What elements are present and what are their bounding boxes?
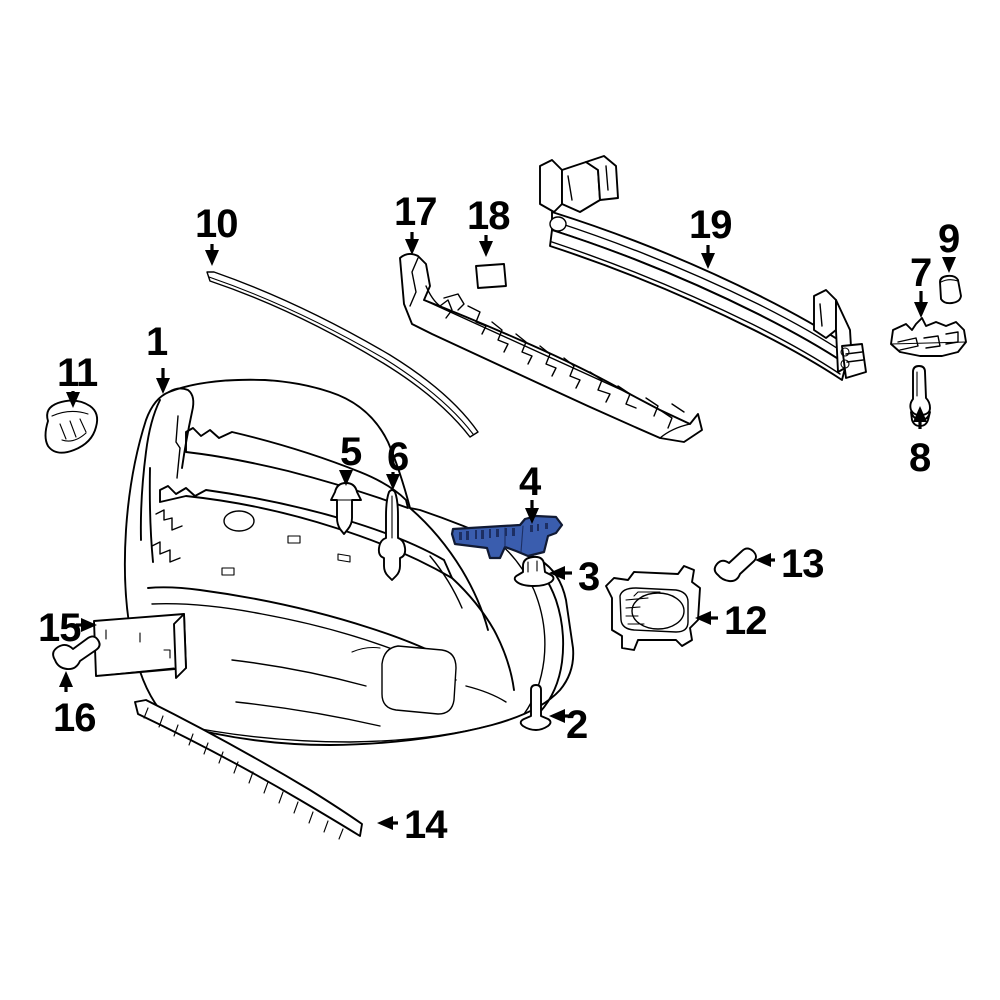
part-3-retainer-clip [513, 555, 555, 587]
callout-label-7: 7 [910, 251, 932, 295]
callout-leaders [59, 232, 956, 830]
callout-label-19: 19 [689, 203, 732, 247]
callout-label-5: 5 [340, 430, 362, 474]
callout-label-18: 18 [467, 194, 510, 238]
part-16-screw [52, 635, 101, 671]
part-6-clip [377, 489, 407, 581]
part-11-tow-hook-cover [44, 399, 99, 454]
part-14-air-deflector [134, 699, 363, 840]
part-9-cap [939, 274, 962, 305]
callout-label-9: 9 [938, 217, 960, 261]
callout-label-16: 16 [53, 696, 96, 740]
callout-label-3: 3 [578, 555, 600, 599]
part-19-reinforcement-bar [539, 155, 867, 381]
callout-label-1: 1 [146, 320, 168, 364]
part-1-bumper-cover [123, 378, 575, 746]
part-10-grille-molding [206, 271, 479, 438]
part-4-bumper-bracket-highlighted [450, 514, 564, 560]
callout-label-10: 10 [195, 202, 238, 246]
part-17-energy-absorber [399, 252, 703, 443]
callout-label-8: 8 [909, 436, 931, 480]
callout-label-13: 13 [781, 542, 824, 586]
part-13-screw [713, 547, 757, 583]
callout-label-14: 14 [404, 803, 447, 847]
callout-label-11: 11 [57, 351, 98, 395]
part-5-push-pin [330, 482, 362, 535]
part-2-bolt [519, 684, 552, 731]
callout-label-15: 15 [38, 606, 81, 650]
callout-label-6: 6 [387, 435, 409, 479]
callout-label-2: 2 [566, 703, 588, 747]
part-18-pad [475, 263, 507, 289]
part-7-bumper-bracket [890, 317, 967, 357]
part-15-license-bracket [93, 613, 187, 679]
part-12-fog-lamp-bezel [605, 565, 701, 651]
callout-label-4: 4 [519, 460, 541, 504]
callout-label-12: 12 [724, 599, 767, 643]
callout-label-17: 17 [394, 190, 437, 234]
